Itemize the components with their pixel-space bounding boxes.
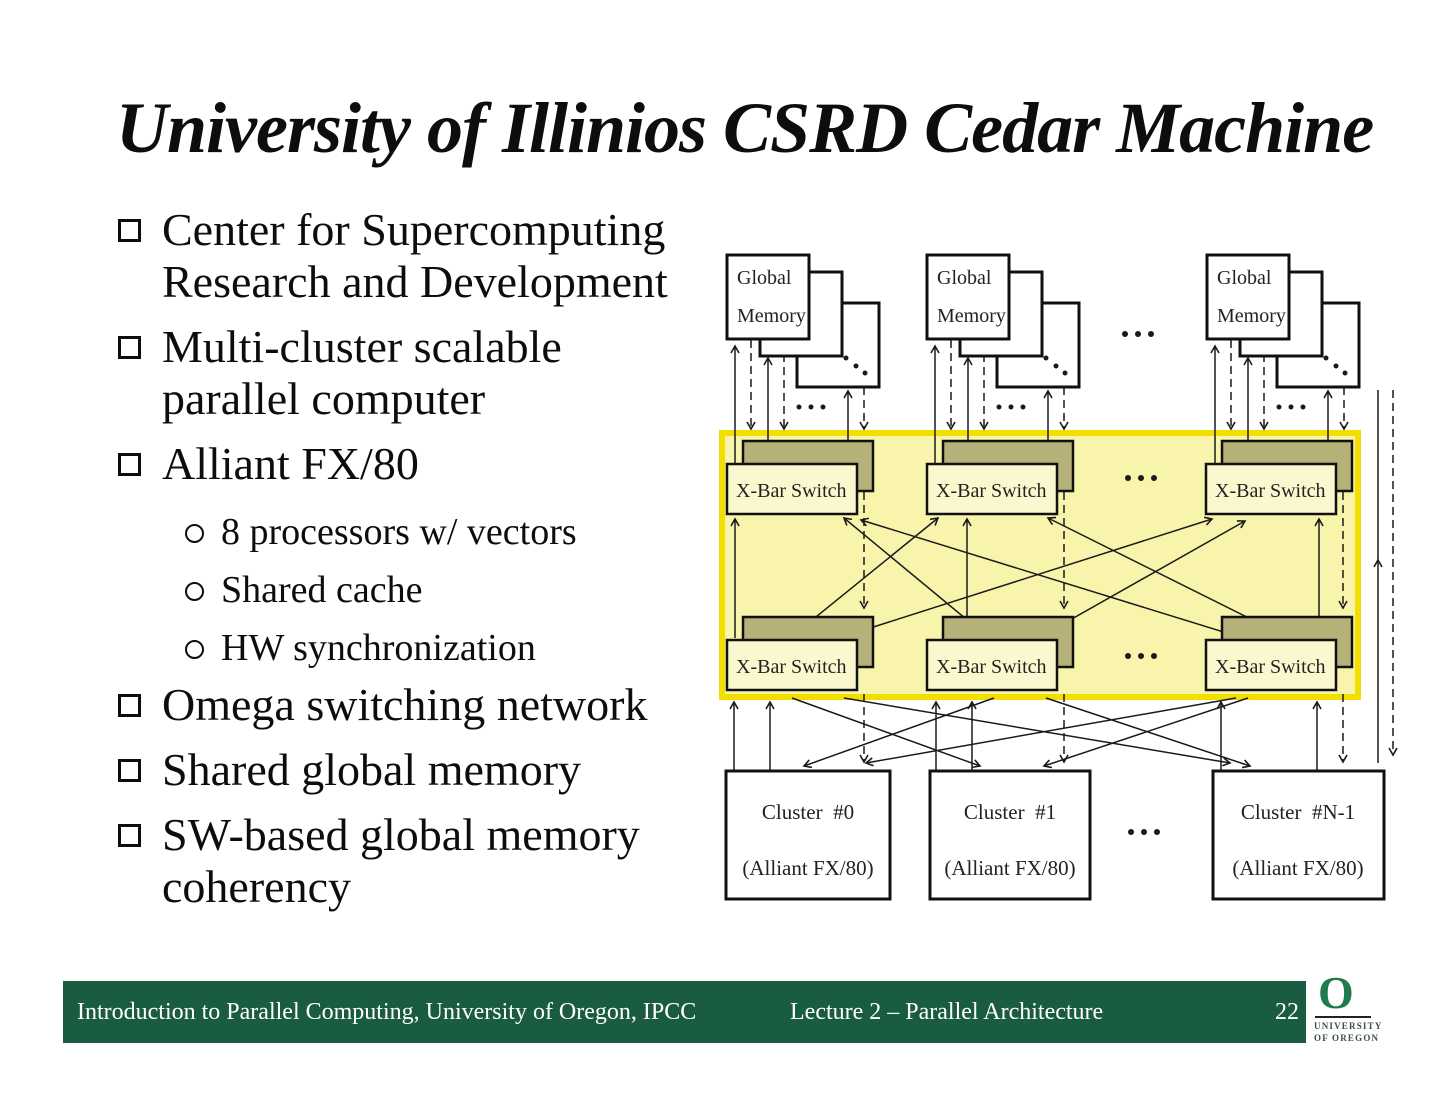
list-item: Omega switching network — [116, 679, 756, 731]
cluster-box: Cluster #0 (Alliant FX/80) — [724, 769, 892, 901]
logo-text: OF OREGON — [1314, 1033, 1380, 1043]
memory-label: Memory — [1217, 305, 1286, 327]
memory-label: Global — [1217, 267, 1272, 289]
cedar-architecture-diagram: Global Memory Global Memory Global Memor… — [719, 253, 1440, 901]
footer-lecture: Lecture 2 – Parallel Architecture — [790, 999, 1104, 1025]
list-item-text: Multi-cluster scalable — [162, 321, 562, 372]
cluster-box: Cluster #N-1 (Alliant FX/80) — [1211, 769, 1386, 901]
footer-bar: Introduction to Parallel Computing, Univ… — [63, 981, 1306, 1043]
square-bullet-icon — [118, 694, 141, 717]
list-item-text: parallel computer — [162, 373, 486, 424]
switch-label: X-Bar Switch — [736, 656, 847, 678]
memory-label: Memory — [737, 305, 806, 327]
memory-label: Global — [937, 267, 992, 289]
memory-label: Global — [737, 267, 792, 289]
ellipsis — [1125, 653, 1157, 659]
list-item-text: Shared global memory — [162, 744, 582, 795]
footer-page-number: 22 — [1275, 999, 1299, 1025]
switch-label: X-Bar Switch — [936, 480, 1047, 502]
logo-text: UNIVERSITY — [1314, 1021, 1383, 1031]
switch-label: X-Bar Switch — [1215, 480, 1326, 502]
circle-bullet-icon — [185, 640, 204, 659]
list-item-text: Research and Development — [162, 256, 668, 307]
xbar-switch: X-Bar Switch — [925, 615, 1075, 692]
square-bullet-icon — [118, 824, 141, 847]
switch-to-cluster-links — [734, 390, 1393, 771]
xbar-switch: X-Bar Switch — [925, 439, 1075, 516]
list-item: Alliant FX/80 — [116, 438, 756, 490]
xbar-switch: X-Bar Switch — [1204, 615, 1354, 692]
switch-label: X-Bar Switch — [1215, 656, 1326, 678]
logo-divider — [1315, 1016, 1371, 1018]
switch-label: X-Bar Switch — [936, 656, 1047, 678]
list-item-text: Center for Supercomputing — [162, 204, 666, 255]
memory-label: Memory — [937, 305, 1006, 327]
list-item: Shared global memory — [116, 744, 756, 796]
list-item-text: 8 processors w/ vectors — [221, 511, 577, 553]
xbar-switch: X-Bar Switch — [725, 615, 875, 692]
university-of-oregon-logo: O UNIVERSITY OF OREGON — [1312, 970, 1384, 1054]
cluster-sub: (Alliant FX/80) — [944, 856, 1075, 880]
cluster-sub: (Alliant FX/80) — [742, 856, 873, 880]
sub-list-item: HW synchronization — [116, 619, 756, 677]
list-item-text: Shared cache — [221, 569, 423, 611]
square-bullet-icon — [118, 219, 141, 242]
circle-bullet-icon — [185, 524, 204, 543]
cluster-box: Cluster #1 (Alliant FX/80) — [928, 769, 1092, 901]
memory-to-switch-links — [735, 340, 1344, 463]
ellipsis — [1122, 331, 1154, 337]
list-item-text: SW-based global memory — [162, 809, 640, 860]
cluster-name: Cluster #N-1 — [1241, 800, 1355, 824]
slide-title: University of Illinios CSRD Cedar Machin… — [116, 88, 1374, 168]
sub-list-item: 8 processors w/ vectors — [116, 503, 756, 561]
list-item-text: coherency — [162, 861, 351, 912]
xbar-switch: X-Bar Switch — [1204, 439, 1354, 516]
sub-list-item: Shared cache — [116, 561, 756, 619]
list-item-text: HW synchronization — [221, 627, 536, 669]
list-item-text: Alliant FX/80 — [162, 438, 419, 489]
square-bullet-icon — [118, 336, 141, 359]
footer-course: Introduction to Parallel Computing, Univ… — [77, 999, 697, 1025]
square-bullet-icon — [118, 759, 141, 782]
xbar-switch: X-Bar Switch — [725, 439, 875, 516]
cluster-name: Cluster #1 — [964, 800, 1056, 824]
switch-label: X-Bar Switch — [736, 480, 847, 502]
ellipsis — [1128, 829, 1160, 835]
circle-bullet-icon — [185, 582, 204, 601]
list-item-text: Omega switching network — [162, 679, 648, 730]
cluster-name: Cluster #0 — [762, 800, 854, 824]
uo-o-icon: O — [1318, 967, 1354, 1018]
square-bullet-icon — [118, 453, 141, 476]
cluster-sub: (Alliant FX/80) — [1232, 856, 1363, 880]
global-memory-stack: Global Memory — [1205, 253, 1361, 410]
global-memory-stack: Global Memory — [725, 253, 881, 410]
ellipsis — [1125, 475, 1157, 481]
global-memory-stack: Global Memory — [925, 253, 1081, 410]
